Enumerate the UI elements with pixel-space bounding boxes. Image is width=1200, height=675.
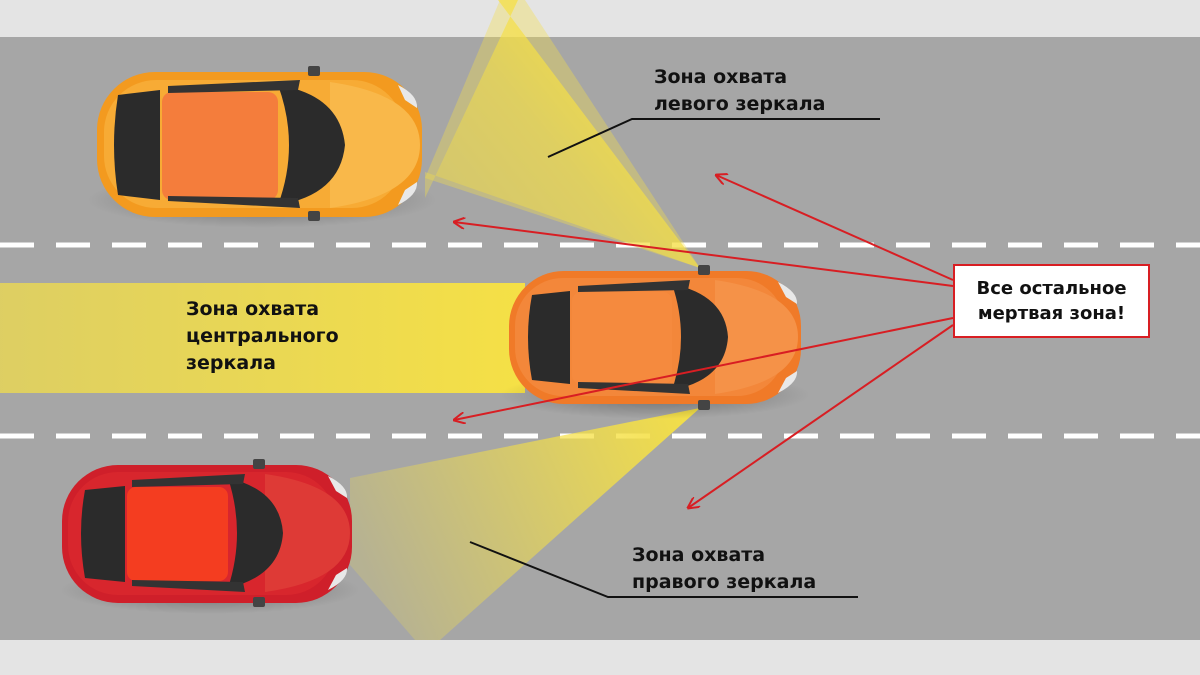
car-bottom (62, 459, 352, 607)
right-mirror-zone-label-line-1: Зона охвата (632, 544, 766, 566)
left-mirror-zone-label: Зона охвата левого зеркала (654, 64, 825, 118)
dead-zone-arrow-2 (454, 222, 954, 287)
dead-zone-arrows (454, 175, 954, 508)
left-mirror-zone-core (425, 0, 700, 268)
dead-zone-arrow-3 (454, 317, 954, 420)
left-mirror-zone (425, 0, 700, 268)
car-center (509, 265, 801, 410)
road-shoulder-bottom (0, 640, 1200, 675)
right-zone-leader (469, 541, 858, 598)
dead-zone-arrow-4 (688, 324, 954, 508)
left-zone-leader (547, 118, 880, 158)
left-mirror-zone-label-line-2: левого зеркала (654, 93, 826, 115)
right-mirror-zone-label: Зона охвата правого зеркала (632, 542, 816, 596)
center-mirror-zone-label-line-3: зеркала (186, 352, 276, 374)
center-mirror-zone-label: Зона охвата центрального зеркала (186, 296, 339, 377)
left-mirror-zone-label-line-1: Зона охвата (654, 66, 788, 88)
dead-zone-arrow-1 (716, 175, 954, 281)
dead-zone-callout-line-1: Все остальное (976, 278, 1127, 299)
center-mirror-zone-label-line-1: Зона охвата (186, 298, 320, 320)
center-mirror-zone-label-line-2: центрального (186, 325, 339, 347)
car-top (97, 66, 422, 221)
dead-zone-callout-line-2: мертвая зона! (977, 303, 1126, 324)
dead-zone-callout: Все остальное мертвая зона! (953, 264, 1150, 338)
center-mirror-zone (0, 283, 525, 393)
road-shoulder-top (0, 0, 1200, 37)
right-mirror-zone (350, 408, 700, 640)
right-mirror-zone-label-line-2: правого зеркала (632, 571, 817, 593)
